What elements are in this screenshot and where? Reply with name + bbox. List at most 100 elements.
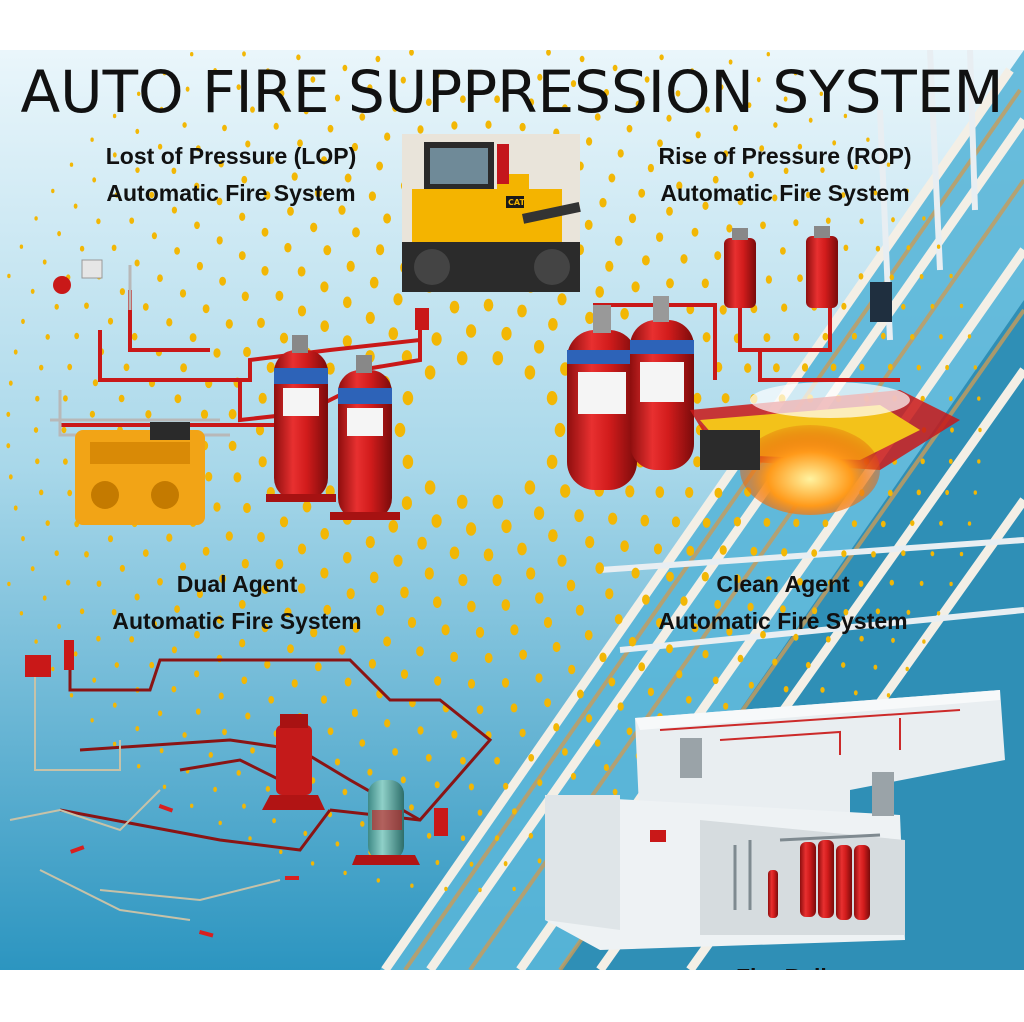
halftone-dot xyxy=(873,664,878,670)
halftone-dot xyxy=(608,512,618,525)
halftone-dot xyxy=(594,739,601,747)
halftone-dot xyxy=(257,317,265,328)
halftone-dot xyxy=(179,289,187,298)
halftone-dot xyxy=(468,69,474,77)
halftone-dot xyxy=(626,727,633,736)
halftone-dot xyxy=(586,714,593,723)
dual-label-line1: Dual Agent xyxy=(176,571,298,597)
halftone-dot xyxy=(886,162,891,167)
halftone-dot xyxy=(112,152,117,158)
halftone-dot xyxy=(773,122,778,128)
halftone-dot xyxy=(327,124,334,133)
halftone-dot xyxy=(483,548,494,562)
halftone-dot xyxy=(719,84,724,90)
halftone-dot xyxy=(7,273,11,279)
halftone-dot xyxy=(820,687,825,693)
halftone-dot xyxy=(484,652,493,664)
halftone-dot xyxy=(222,728,227,736)
halftone-dot xyxy=(51,188,55,194)
halftone-dot xyxy=(599,652,607,663)
halftone-dot xyxy=(812,607,818,615)
halftone-dot xyxy=(216,236,223,245)
halftone-dot xyxy=(242,51,246,57)
halftone-dot xyxy=(297,139,303,147)
halftone-dot xyxy=(841,192,846,198)
halftone-dot xyxy=(320,320,330,333)
dual-label-line2: Automatic Fire System xyxy=(112,608,362,634)
halftone-dot xyxy=(476,705,484,715)
halftone-dot xyxy=(526,567,536,580)
engine-fire xyxy=(690,382,960,515)
halftone-dot xyxy=(323,604,332,615)
halftone-dot xyxy=(57,623,61,630)
halftone-dot xyxy=(392,748,398,756)
halftone-dot xyxy=(936,244,941,249)
halftone-dot xyxy=(368,659,376,669)
halftone-dot xyxy=(245,712,251,720)
halftone-dot xyxy=(772,194,778,202)
halftone-dot xyxy=(351,142,358,152)
halftone-dot xyxy=(638,662,646,672)
halftone-dot xyxy=(213,348,221,358)
halftone-dot xyxy=(261,266,269,276)
halftone-dot xyxy=(392,104,398,112)
halftone-dot xyxy=(222,124,227,132)
halftone-dot xyxy=(763,333,771,343)
halftone-dot xyxy=(887,363,893,371)
halftone-dot xyxy=(346,260,355,272)
halftone-dot xyxy=(90,718,94,723)
halftone-dot xyxy=(702,650,709,659)
halftone-dot xyxy=(394,422,406,438)
halftone-dot xyxy=(793,219,799,227)
halftone-dot xyxy=(887,489,893,497)
halftone-dot xyxy=(157,274,163,282)
halftone-dot xyxy=(734,574,741,584)
halftone-dot xyxy=(131,332,138,341)
halftone-dot xyxy=(343,551,352,564)
svg-text:CAT: CAT xyxy=(508,198,525,207)
halftone-dot xyxy=(166,318,173,327)
halftone-dot xyxy=(310,861,315,866)
halftone-dot xyxy=(510,703,518,713)
halftone-dot xyxy=(248,836,252,841)
control-panel xyxy=(870,282,892,322)
halftone-dot xyxy=(323,245,332,256)
halftone-dot xyxy=(275,559,284,570)
halftone-dot xyxy=(219,574,227,584)
halftone-dot xyxy=(469,861,474,867)
halftone-dot xyxy=(376,161,383,171)
halftone-dot xyxy=(905,666,909,672)
halftone-dot xyxy=(666,278,674,289)
halftone-dot xyxy=(279,90,285,97)
halftone-dot xyxy=(691,623,699,633)
halftone-dot xyxy=(111,609,117,616)
halftone-dot xyxy=(225,531,233,541)
halftone-dot xyxy=(451,730,458,739)
halftone-dot xyxy=(548,318,558,331)
halftone-dot xyxy=(721,393,730,404)
halftone-dot xyxy=(79,245,85,252)
halftone-dot xyxy=(820,167,825,173)
halftone-dot xyxy=(608,173,616,183)
halftone-dot xyxy=(42,259,47,265)
halftone-dot xyxy=(671,516,681,528)
halftone-dot xyxy=(945,364,949,371)
halftone-dot xyxy=(241,676,248,685)
halftone-dot xyxy=(205,471,213,482)
halftone-dot xyxy=(851,520,858,528)
halftone-dot xyxy=(218,820,222,826)
halftone-dot xyxy=(605,260,614,272)
clean-agent-cylinders xyxy=(768,840,870,920)
halftone-dot xyxy=(456,494,468,509)
halftone-dot xyxy=(218,160,224,168)
halftone-dot xyxy=(268,156,275,164)
halftone-dot xyxy=(118,394,125,403)
halftone-dot xyxy=(748,681,754,689)
halftone-dot xyxy=(886,693,891,698)
halftone-dot xyxy=(756,77,761,83)
halftone-dot xyxy=(693,456,702,468)
halftone-dot xyxy=(243,502,251,514)
halftone-dot xyxy=(534,340,545,354)
halftone-dot xyxy=(401,496,412,510)
halftone-dot xyxy=(676,670,683,679)
